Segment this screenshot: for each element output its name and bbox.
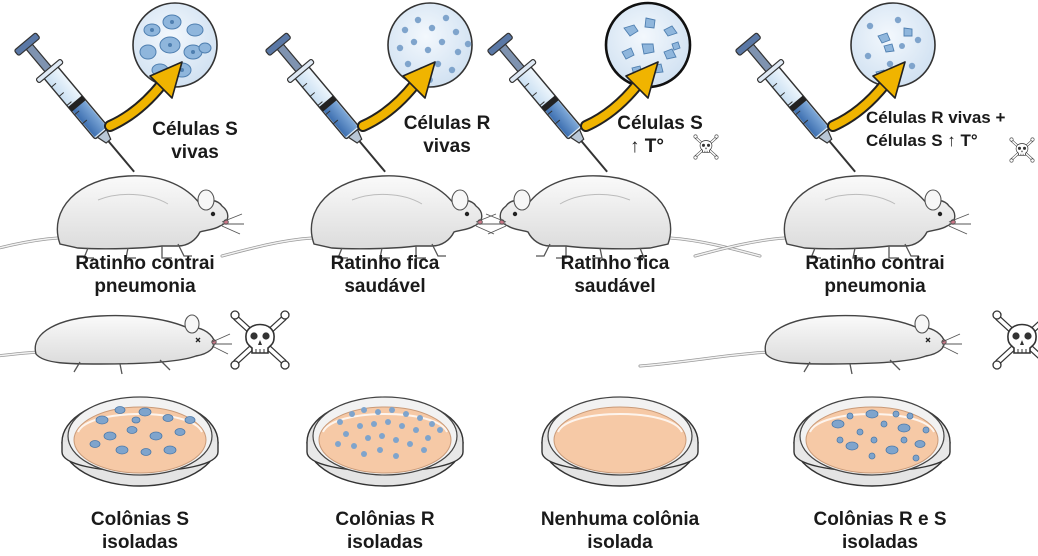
outcome-line-1: Ratinho contrai	[50, 252, 240, 275]
outcome-line-2: pneumonia	[50, 275, 240, 298]
outcome-label: Ratinho fica saudável	[520, 252, 710, 298]
culture-line-2: isoladas	[45, 531, 235, 554]
culture-label: Colônias R isoladas	[290, 508, 480, 554]
injected-line-1: Células R vivas +	[866, 106, 1005, 129]
injected-label: Células S ↑ T°	[610, 112, 710, 158]
culture-line-1: Colônias S	[45, 508, 235, 531]
outcome-label: Ratinho fica saudável	[290, 252, 480, 298]
culture-line-2: isoladas	[290, 531, 480, 554]
outcome-line-2: saudável	[520, 275, 710, 298]
mouse-icon	[484, 176, 760, 258]
skull-crossbones-icon	[1010, 138, 1034, 162]
culture-line-2: isolada	[515, 531, 725, 554]
injected-line-2: vivas	[392, 135, 502, 158]
injected-line-2: ↑ T°	[610, 135, 710, 158]
culture-line-1: Nenhuma colônia	[515, 508, 725, 531]
culture-line-2: isoladas	[785, 531, 975, 554]
syringe-icon	[264, 31, 398, 182]
injected-line-2: vivas	[140, 141, 250, 164]
petri-dish-icon	[62, 397, 218, 486]
petri-dish-icon	[794, 397, 950, 486]
syringe-icon	[734, 31, 868, 182]
culture-line-1: Colônias R e S	[785, 508, 975, 531]
mouse-icon	[222, 176, 498, 258]
injected-label: Células R vivas	[392, 112, 502, 158]
outcome-line-1: Ratinho contrai	[780, 252, 970, 275]
dead-mouse-icon	[640, 315, 962, 374]
injected-line-1: Células S	[610, 112, 710, 135]
panel-1	[0, 3, 289, 486]
petri-dish-icon	[542, 397, 698, 486]
mouse-icon	[0, 176, 244, 258]
culture-label: Colônias S isoladas	[45, 508, 235, 554]
outcome-line-2: saudável	[290, 275, 480, 298]
outcome-line-1: Ratinho fica	[520, 252, 710, 275]
outcome-line-2: pneumonia	[780, 275, 970, 298]
panel-2	[222, 3, 498, 486]
injected-line-1: Células R	[392, 112, 502, 135]
skull-crossbones-icon	[993, 311, 1038, 369]
syringe-icon	[13, 31, 147, 182]
culture-label: Nenhuma colônia isolada	[515, 508, 725, 554]
injected-label: Células R vivas + Células S ↑ T°	[866, 106, 1005, 152]
culture-line-1: Colônias R	[290, 508, 480, 531]
panel-3	[484, 3, 760, 486]
outcome-line-1: Ratinho fica	[290, 252, 480, 275]
outcome-label: Ratinho contrai pneumonia	[50, 252, 240, 298]
syringe-icon	[486, 31, 620, 182]
panel-4	[640, 3, 1038, 486]
dead-mouse-icon	[0, 315, 232, 374]
culture-label: Colônias R e S isoladas	[785, 508, 975, 554]
injected-label: Células S vivas	[140, 118, 250, 164]
petri-dish-icon	[307, 397, 463, 486]
outcome-label: Ratinho contrai pneumonia	[780, 252, 970, 298]
skull-crossbones-icon	[231, 311, 289, 369]
mouse-icon	[695, 176, 971, 258]
injected-line-1: Células S	[140, 118, 250, 141]
injected-line-2: Células S ↑ T°	[866, 129, 1005, 152]
